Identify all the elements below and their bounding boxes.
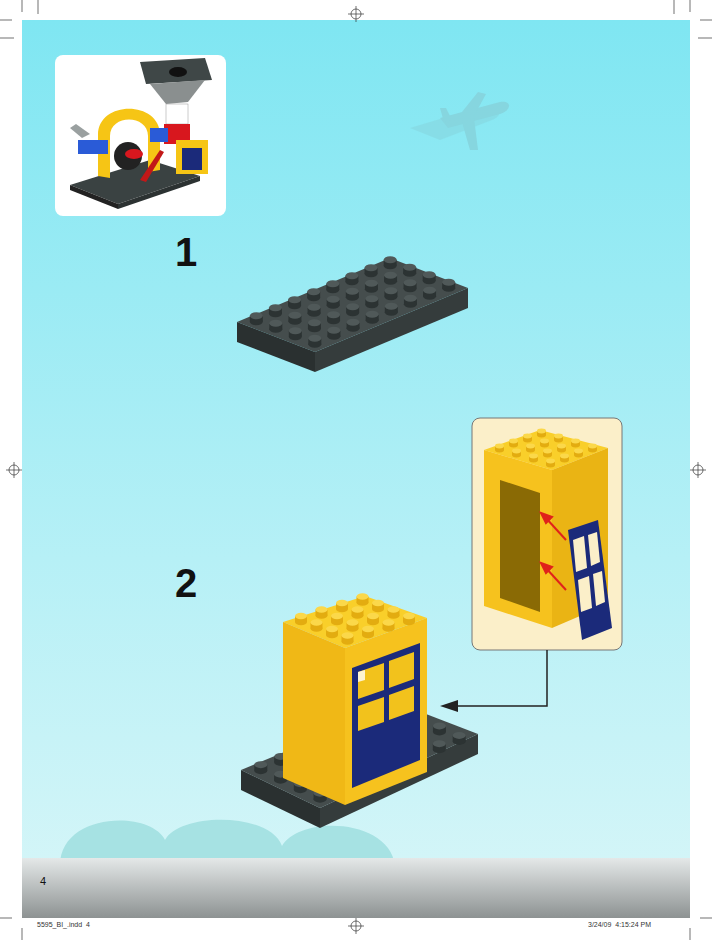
stud xyxy=(557,444,566,453)
plate-8x4 xyxy=(237,256,468,372)
stud xyxy=(560,454,569,463)
airplane-silhouette xyxy=(410,92,509,150)
stud xyxy=(404,295,417,308)
stud xyxy=(365,295,378,308)
stud xyxy=(345,272,358,285)
stud xyxy=(433,722,446,735)
stud xyxy=(554,434,563,443)
stud xyxy=(372,600,384,612)
stud xyxy=(512,449,521,458)
callout-panel xyxy=(472,418,622,650)
stud xyxy=(327,296,340,309)
model-thumbnail xyxy=(70,58,212,209)
stud xyxy=(346,288,359,301)
stud xyxy=(423,287,436,300)
stud xyxy=(543,449,552,458)
callout-leader xyxy=(440,650,547,712)
stud xyxy=(388,606,400,618)
stud xyxy=(523,434,532,443)
stud xyxy=(540,439,549,448)
stud xyxy=(367,613,379,625)
stud xyxy=(336,600,348,612)
stud xyxy=(288,312,301,325)
stud xyxy=(326,626,338,638)
stud xyxy=(342,632,354,644)
thumbnail-panel xyxy=(55,55,226,216)
stud xyxy=(537,429,546,438)
stud xyxy=(331,613,343,625)
stud xyxy=(269,320,282,333)
stud xyxy=(327,311,340,324)
stud xyxy=(365,264,378,277)
stud xyxy=(442,279,455,292)
stud xyxy=(289,327,302,340)
stud xyxy=(546,459,555,468)
stud xyxy=(254,761,267,774)
stud xyxy=(347,319,360,332)
stud xyxy=(352,606,364,618)
print-timestamp: 3/24/09 4:15:24 PM xyxy=(588,921,651,928)
stud xyxy=(311,619,323,631)
stud xyxy=(383,619,395,631)
stud xyxy=(571,439,580,448)
stud xyxy=(403,613,415,625)
stud xyxy=(588,444,597,453)
stud xyxy=(423,271,436,284)
sky-background xyxy=(22,20,690,918)
stud xyxy=(288,296,301,309)
step-number: 1 xyxy=(175,232,197,272)
stud xyxy=(403,264,416,277)
stud xyxy=(250,312,263,325)
step-number: 2 xyxy=(175,563,197,603)
stud xyxy=(574,449,583,458)
stud xyxy=(366,311,379,324)
stud xyxy=(433,740,446,753)
stud xyxy=(362,626,374,638)
stud xyxy=(384,272,397,285)
stud xyxy=(453,732,466,745)
stud xyxy=(526,444,535,453)
stud xyxy=(347,619,359,631)
stud xyxy=(269,304,282,317)
stud xyxy=(357,593,369,605)
stud xyxy=(316,606,328,618)
stud xyxy=(308,319,321,332)
yellow-door-brick xyxy=(283,593,427,805)
stud xyxy=(384,256,397,269)
stud xyxy=(385,303,398,316)
stud xyxy=(404,279,417,292)
stud xyxy=(295,613,307,625)
stud xyxy=(529,454,538,463)
stud xyxy=(365,280,378,293)
stud xyxy=(509,439,518,448)
stud xyxy=(495,444,504,453)
door-assembly-detail xyxy=(484,429,612,640)
stud xyxy=(346,303,359,316)
stud xyxy=(327,327,340,340)
stud xyxy=(384,287,397,300)
stud xyxy=(308,304,321,317)
stud xyxy=(307,288,320,301)
stud xyxy=(308,335,321,348)
bottom-band xyxy=(22,858,690,918)
file-name: 5595_BI_.indd 4 xyxy=(37,921,90,928)
stud xyxy=(326,280,339,293)
page-number: 4 xyxy=(40,876,46,887)
